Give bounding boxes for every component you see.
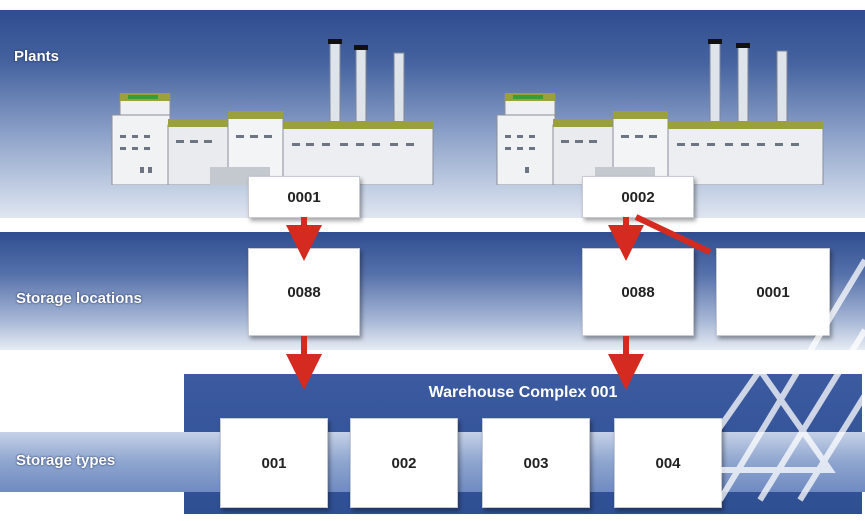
storage-type-box[interactable]: 004 (614, 418, 722, 508)
storage-type-box[interactable]: 002 (350, 418, 458, 508)
warehouse-complex-title: Warehouse Complex 001 (184, 384, 862, 402)
plant-box-0001[interactable]: 0001 (248, 176, 360, 218)
storage-type-box[interactable]: 001 (220, 418, 328, 508)
storage-location-box[interactable]: 0088 (582, 248, 694, 336)
storage-location-box[interactable]: 0088 (248, 248, 360, 336)
plants-label: Plants (14, 48, 59, 65)
storage-location-box[interactable]: 0001 (716, 248, 830, 336)
factory-icon-plant-1 (110, 35, 440, 185)
storage-type-box[interactable]: 003 (482, 418, 590, 508)
storage-locations-label: Storage locations (16, 290, 142, 307)
plant-box-0002[interactable]: 0002 (582, 176, 694, 218)
factory-icon-plant-2 (495, 35, 830, 185)
storage-types-label: Storage types (16, 452, 115, 469)
plants-band: Plants (0, 10, 865, 218)
